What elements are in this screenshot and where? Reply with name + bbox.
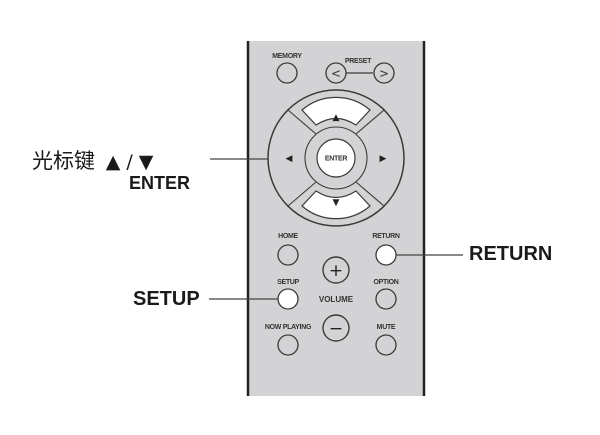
callout-cursor-keys-arrows: ▲ / ▼ bbox=[105, 151, 154, 173]
enter-label: ENTER bbox=[325, 156, 347, 163]
preset-label: PRESET bbox=[345, 58, 372, 65]
volume-label: VOLUME bbox=[319, 295, 354, 304]
chevron-left-icon: < bbox=[331, 67, 341, 81]
dpad-up-button[interactable] bbox=[301, 96, 371, 126]
arrow-up-icon: ▲ bbox=[333, 113, 340, 123]
now-playing-button[interactable] bbox=[277, 334, 299, 356]
return-label: RETURN bbox=[372, 233, 400, 240]
setup-button[interactable] bbox=[277, 288, 299, 310]
dpad-inner-ring bbox=[304, 126, 368, 190]
setup-label: SETUP bbox=[277, 279, 299, 286]
callout-return: RETURN bbox=[469, 243, 553, 265]
dpad-divider bbox=[287, 181, 317, 207]
now-playing-label: NOW PLAYING bbox=[265, 324, 312, 331]
return-button[interactable] bbox=[375, 244, 397, 266]
mute-label: MUTE bbox=[377, 324, 396, 331]
callout-setup: SETUP bbox=[133, 288, 200, 310]
dpad: ▲ ▼ ◀ ▶ ENTER bbox=[267, 89, 405, 227]
enter-button[interactable] bbox=[316, 138, 356, 178]
chevron-right-icon: > bbox=[379, 67, 389, 81]
arrow-right-icon: ▶ bbox=[380, 154, 387, 164]
dpad-divider bbox=[355, 109, 385, 135]
home-button[interactable] bbox=[277, 244, 299, 266]
dpad-divider bbox=[287, 109, 317, 135]
arrow-left-icon: ◀ bbox=[286, 154, 293, 164]
arrow-down-icon: ▼ bbox=[333, 198, 340, 208]
minus-icon: − bbox=[329, 319, 343, 339]
volume-down-button[interactable] bbox=[322, 314, 350, 342]
memory-button[interactable] bbox=[276, 62, 298, 84]
plus-icon: + bbox=[329, 261, 343, 281]
option-label: OPTION bbox=[373, 279, 398, 286]
preset-prev-button[interactable] bbox=[325, 62, 347, 84]
dpad-down-button[interactable] bbox=[301, 190, 371, 220]
dpad-divider bbox=[355, 181, 385, 207]
memory-label: MEMORY bbox=[272, 53, 302, 60]
preset-next-button[interactable] bbox=[373, 62, 395, 84]
home-label: HOME bbox=[278, 233, 298, 240]
callout-enter: ENTER bbox=[129, 173, 191, 193]
mute-button[interactable] bbox=[375, 334, 397, 356]
volume-up-button[interactable] bbox=[322, 256, 350, 284]
option-button[interactable] bbox=[375, 288, 397, 310]
callout-cursor-keys-text: 光标键 bbox=[32, 149, 95, 173]
callout-cursor-keys: 光标键 ▲ / ▼ bbox=[32, 145, 153, 175]
